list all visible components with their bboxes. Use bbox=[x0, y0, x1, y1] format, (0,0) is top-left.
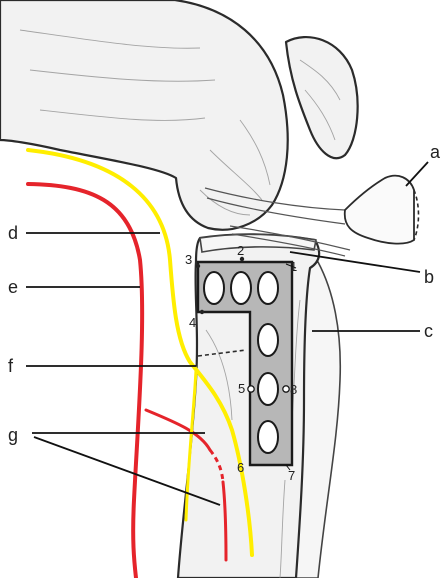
screw-hole bbox=[258, 421, 278, 453]
point-marker-4 bbox=[200, 310, 204, 314]
screw-hole bbox=[258, 272, 278, 304]
label-6: 6 bbox=[237, 460, 244, 475]
patella bbox=[286, 37, 358, 158]
label-d: d bbox=[8, 223, 18, 243]
label-4: 4 bbox=[189, 315, 196, 330]
label-7: 7 bbox=[288, 468, 295, 483]
label-g: g bbox=[8, 425, 18, 445]
point-marker-3 bbox=[196, 264, 200, 268]
screw-hole bbox=[258, 373, 278, 405]
marker-hole-8 bbox=[283, 386, 289, 392]
screw-hole bbox=[258, 324, 278, 356]
leader-a bbox=[406, 162, 428, 186]
label-c: c bbox=[424, 321, 433, 341]
label-5: 5 bbox=[238, 381, 245, 396]
marker-hole-5 bbox=[248, 386, 254, 392]
label-b: b bbox=[424, 267, 434, 287]
label-f: f bbox=[8, 356, 14, 376]
label-a: a bbox=[430, 142, 441, 162]
label-3: 3 bbox=[185, 252, 192, 267]
screw-hole bbox=[204, 272, 224, 304]
screw-hole bbox=[231, 272, 251, 304]
popliteal-artery bbox=[28, 184, 142, 578]
label-8: 8 bbox=[290, 382, 297, 397]
graft-a bbox=[345, 176, 414, 244]
label-1: 1 bbox=[290, 259, 297, 274]
label-e: e bbox=[8, 277, 18, 297]
label-2: 2 bbox=[237, 243, 244, 258]
